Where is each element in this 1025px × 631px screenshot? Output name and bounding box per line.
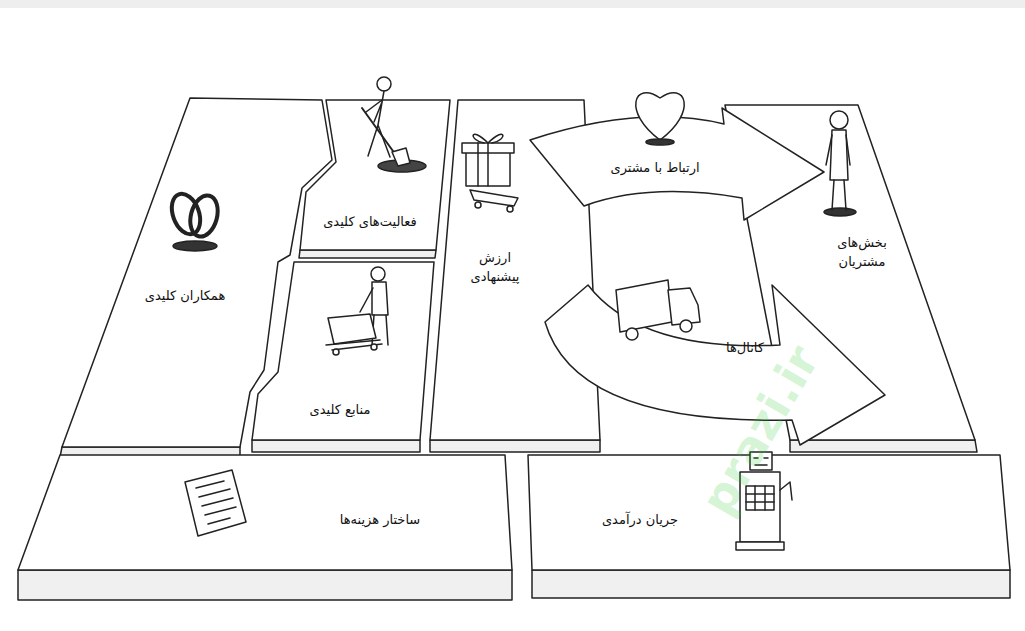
block-side xyxy=(252,440,420,452)
cost-block: ساختار هزینه‌ها xyxy=(15,452,515,603)
resources-block: منابع کلیدی xyxy=(249,259,437,455)
relationship-arrow: ارتباط با مشتری xyxy=(527,101,827,223)
top-bar xyxy=(0,0,1025,8)
block-outline xyxy=(525,452,1013,601)
truck-icon-part xyxy=(680,320,692,332)
block-title: جریان درآمدی xyxy=(550,511,730,530)
block-outline xyxy=(15,452,515,603)
block-title: منابع کلیدی xyxy=(260,401,420,420)
block-title: بخش‌های مشتریان xyxy=(827,234,897,272)
revenue-block: جریان درآمدی xyxy=(525,452,1013,601)
block-face xyxy=(528,455,1010,570)
block-title: ارزش پیشنهادی xyxy=(465,249,525,287)
block-side xyxy=(532,570,1010,598)
block-outline xyxy=(249,259,437,455)
block-side xyxy=(430,440,600,452)
block-title: فعالیت‌های کلیدی xyxy=(290,213,450,232)
channels-arrow: کانال‌ها xyxy=(542,282,888,448)
activities-block: فعالیت‌های کلیدی xyxy=(296,97,453,261)
block-outline xyxy=(542,282,888,448)
block-title: ساختار هزینه‌ها xyxy=(290,511,470,530)
block-outline xyxy=(296,97,453,261)
truck-icon-part xyxy=(668,288,700,325)
block-title: همکاران کلیدی xyxy=(105,287,265,306)
block-title: ارتباط با مشتری xyxy=(575,159,735,178)
block-side xyxy=(299,250,436,258)
block-side xyxy=(790,440,977,452)
block-face xyxy=(252,262,434,440)
block-title: کانال‌ها xyxy=(665,339,825,358)
block-side xyxy=(18,570,512,600)
block-face xyxy=(18,455,512,570)
digger-icon-part xyxy=(377,77,391,91)
block-face xyxy=(725,105,975,440)
